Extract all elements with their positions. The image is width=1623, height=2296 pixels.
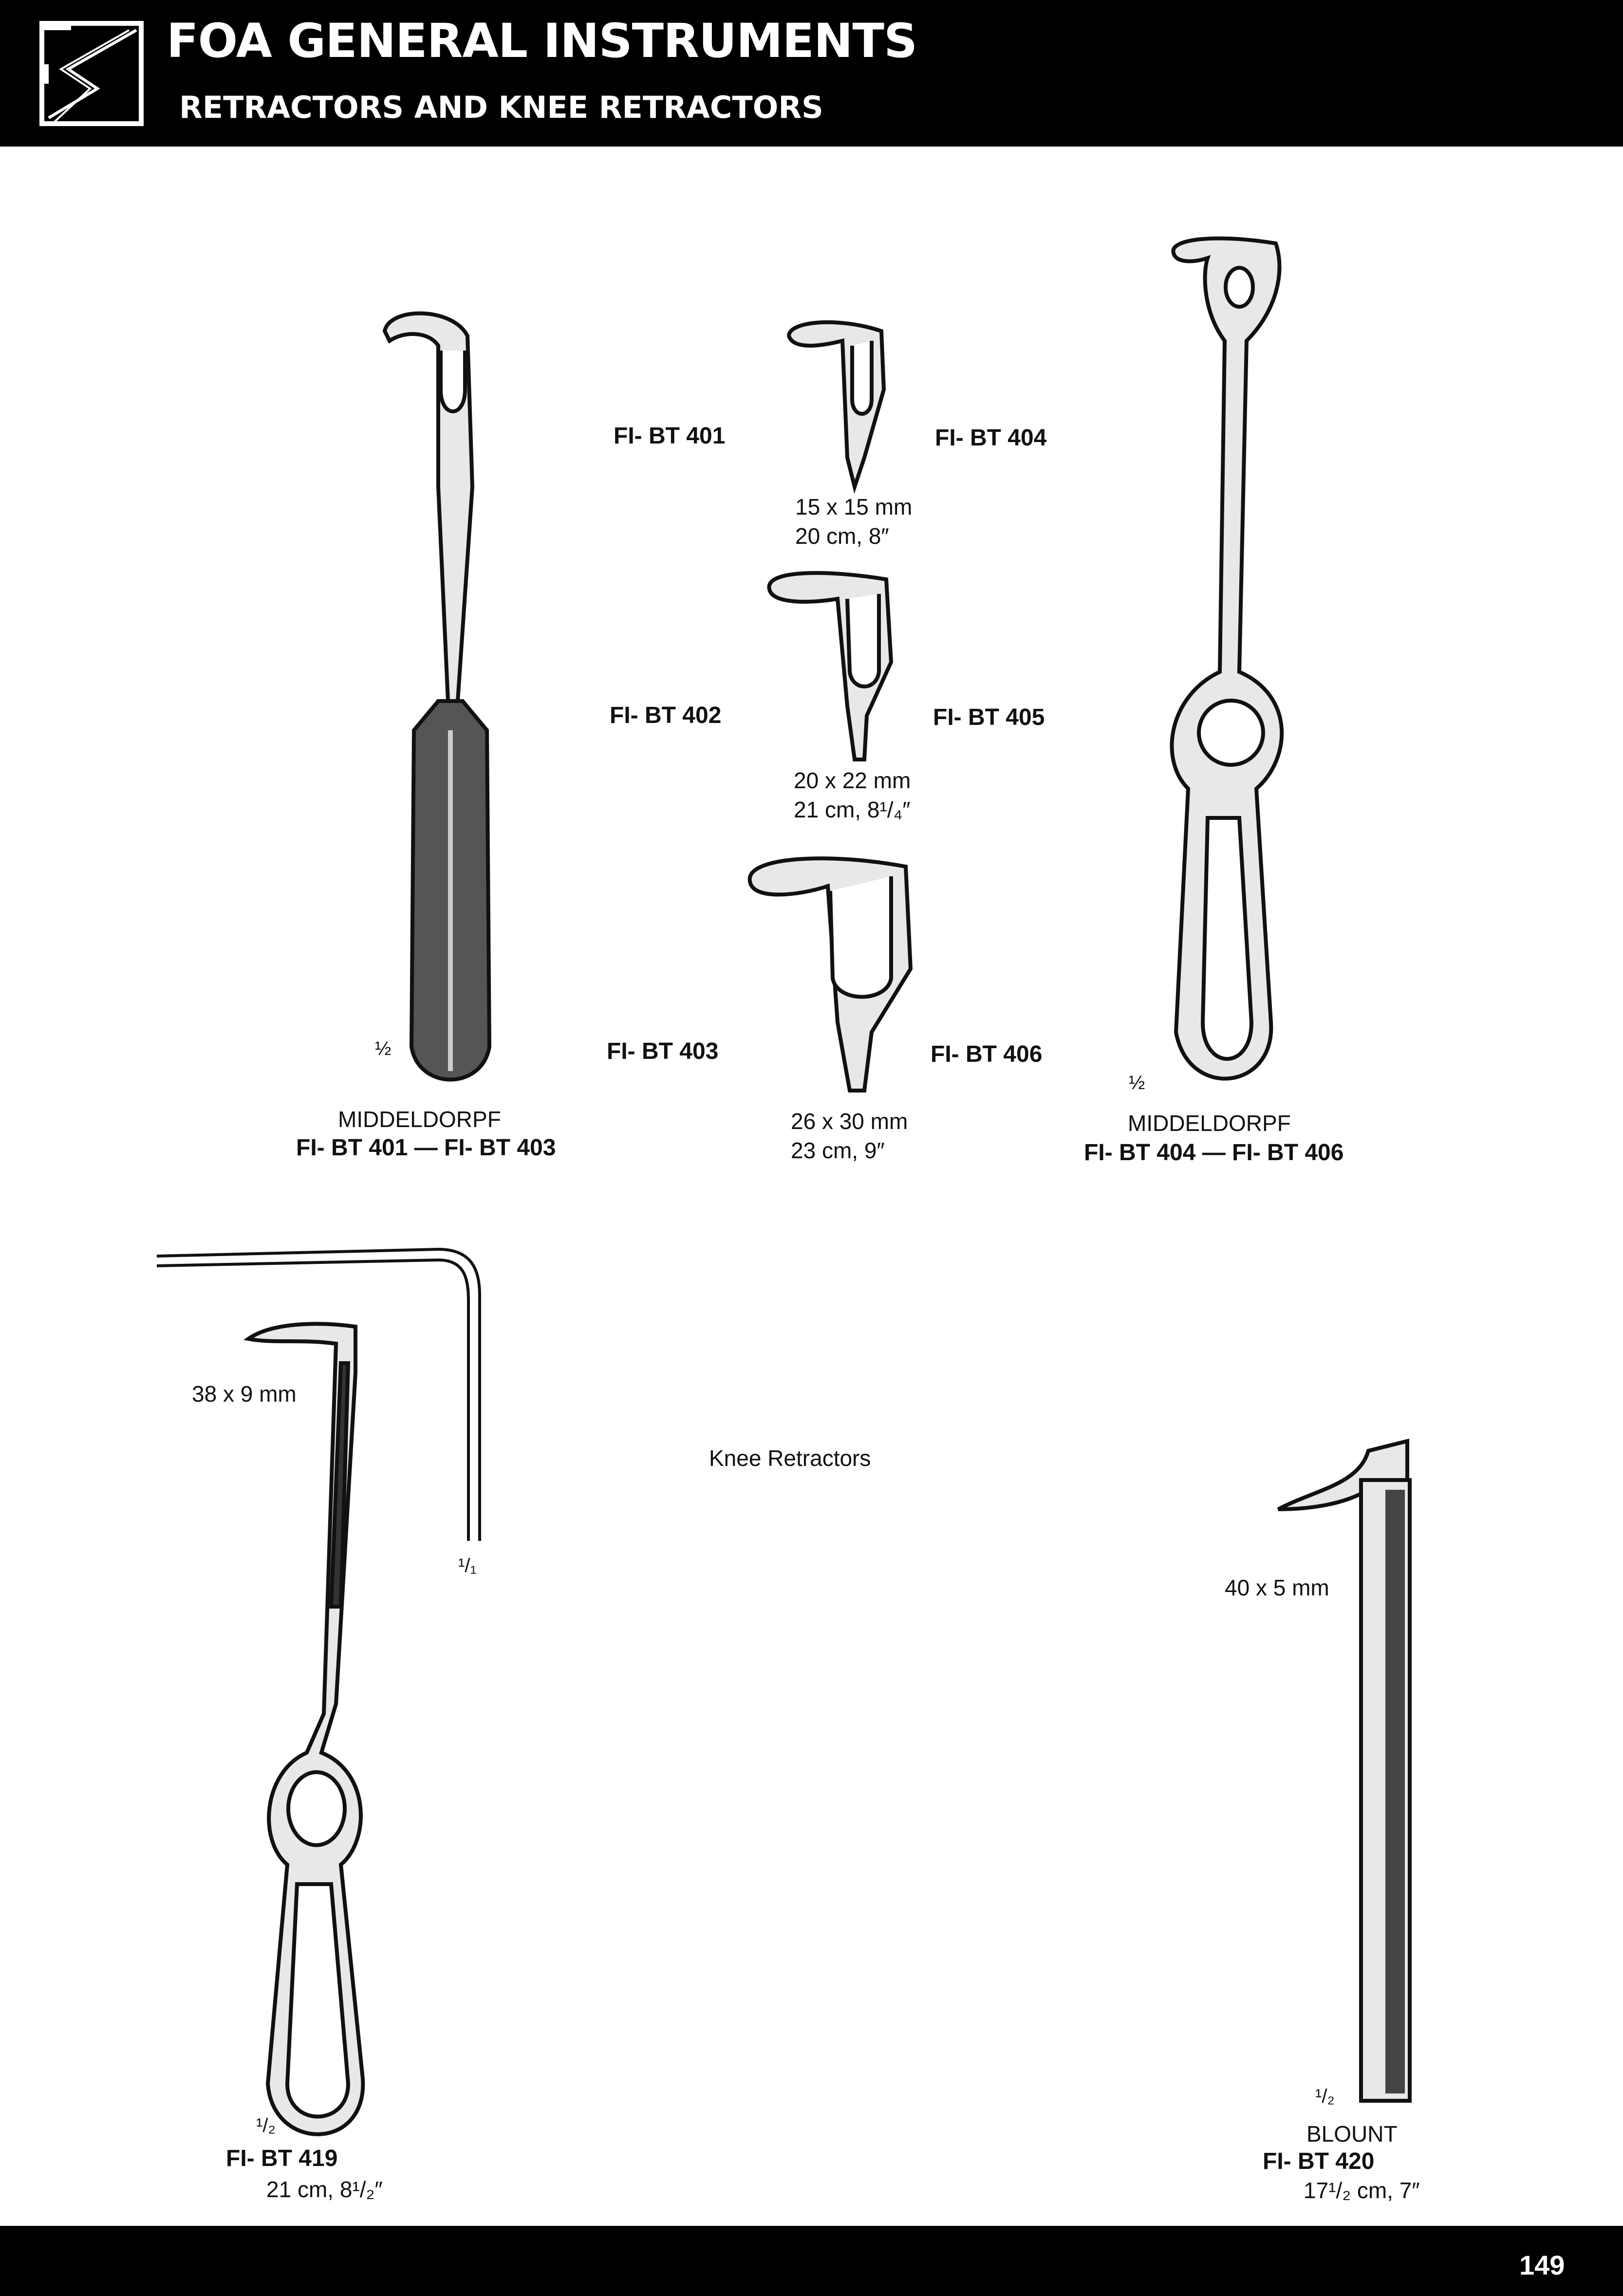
- page-number: 149: [1519, 2250, 1565, 2280]
- instrument-name: BLOUNT: [1306, 2121, 1398, 2147]
- knee-retractor-profile-illustration: [156, 1247, 481, 1541]
- instrument-name: MIDDELDORPF: [338, 1107, 501, 1132]
- scale-label: ½: [1129, 1072, 1145, 1093]
- section-heading: Knee Retractors: [709, 1445, 871, 1471]
- product-code: FI- BT 401: [614, 423, 726, 449]
- footer-bar: [0, 2226, 1623, 2296]
- length: 17¹/₂ cm, 7″: [1304, 2178, 1420, 2203]
- header-bar: FOA GENERAL INSTRUMENTS RETRACTORS AND K…: [0, 0, 1623, 147]
- blade-size: 15 x 15 mm: [795, 494, 913, 519]
- knee-retractor-bt419-illustration: [243, 1322, 365, 2136]
- product-code: FI- BT 420: [1263, 2148, 1375, 2174]
- middeldorpf-hook-medium-illustration: [767, 571, 894, 761]
- middeldorpf-double-retractor-illustration: [1170, 236, 1284, 1081]
- instrument-name: MIDDELDORPF: [1128, 1111, 1291, 1136]
- product-range: FI- BT 404 — FI- BT 406: [1084, 1140, 1344, 1166]
- scale-label: ¹/₂: [256, 2115, 276, 2136]
- blade-size: 38 x 9 mm: [192, 1381, 297, 1407]
- length: 20 cm, 8″: [795, 523, 889, 549]
- length: 21 cm, 8¹/₄″: [794, 797, 911, 822]
- blade-size: 20 x 22 mm: [794, 768, 911, 793]
- blade-size: 26 x 30 mm: [791, 1109, 908, 1134]
- middeldorpf-handle-retractor-illustration: [382, 311, 492, 1082]
- blade-size: 40 x 5 mm: [1225, 1575, 1329, 1600]
- length: 23 cm, 9″: [791, 1138, 885, 1163]
- product-code: FI- BT 404: [935, 425, 1047, 451]
- product-code: FI- BT 403: [607, 1038, 719, 1064]
- product-code: FI- BT 402: [610, 703, 722, 728]
- product-code: FI- BT 419: [226, 2146, 338, 2171]
- length: 21 cm, 8¹/₂″: [266, 2177, 383, 2202]
- blount-retractor-bt420-illustration: [1277, 1438, 1412, 2103]
- scale-label: ¹/₂: [1315, 2086, 1335, 2107]
- catalog-title: FOA GENERAL INSTRUMENTS: [167, 14, 917, 68]
- scale-label: ¹/₁: [458, 1555, 477, 1576]
- product-code: FI- BT 406: [931, 1041, 1043, 1067]
- product-range: FI- BT 401 — FI- BT 403: [296, 1135, 556, 1161]
- section-subtitle: RETRACTORS AND KNEE RETRACTORS: [179, 90, 823, 125]
- logo-icon: [39, 21, 144, 126]
- product-code: FI- BT 405: [933, 704, 1045, 730]
- scale-label: ½: [375, 1038, 392, 1059]
- middeldorpf-hook-small-illustration: [786, 320, 886, 494]
- middeldorpf-hook-large-illustration: [747, 856, 913, 1092]
